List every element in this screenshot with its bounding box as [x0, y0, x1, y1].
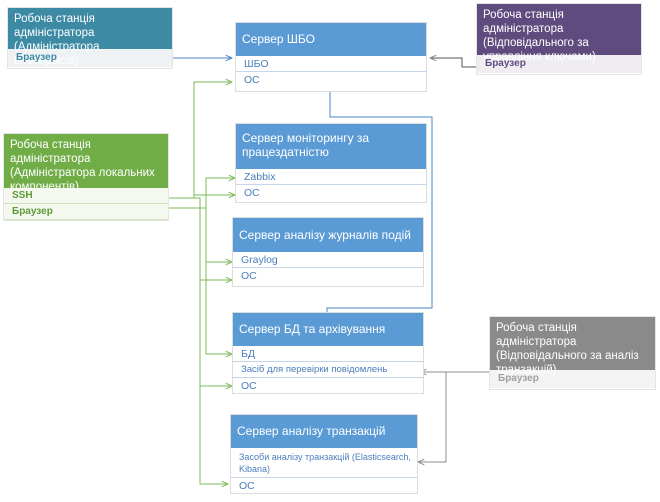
connector-local-to-os-db — [199, 280, 232, 386]
server-monitoring-item-os: ОС — [244, 187, 260, 199]
server-db-item-os: ОС — [241, 380, 257, 392]
workstation-local-title: Робоча станція адміністратора (Адміністр… — [4, 134, 168, 193]
server-logs-item-graylog: Graylog — [233, 252, 423, 268]
connector-local-browser-to-graylog — [205, 208, 232, 262]
connector-local-to-os-transactions — [199, 386, 228, 484]
server-shbo-item-os: ОС — [244, 74, 260, 86]
connector-analysis-to-transactions — [418, 372, 447, 462]
server-shbo-title: Сервер ШБО — [236, 23, 426, 56]
connector-local-to-os-logs — [194, 197, 232, 280]
workstation-webservices-title: Робоча станція адміністратора (Адміністр… — [8, 8, 172, 67]
workstation-analysis-title: Робоча станція адміністратора (Відповіда… — [490, 317, 655, 376]
workstation-webservices-browser[interactable]: Браузер — [8, 49, 172, 67]
server-shbo: Сервер ШБО ШБО ОС — [235, 22, 427, 92]
connector-keys-to-shbo — [430, 58, 478, 68]
server-monitoring-item-zabbix: Zabbix — [236, 169, 426, 185]
workstation-local: Робоча станція адміністратора (Адміністр… — [3, 133, 169, 221]
server-logs-title: Сервер аналізу журналів подій — [233, 218, 423, 252]
server-transactions-title: Сервер аналізу транзакцій — [231, 415, 417, 448]
workstation-analysis-browser[interactable]: Браузер — [490, 370, 655, 388]
server-logs: Сервер аналізу журналів подій Graylog ОС — [232, 217, 424, 287]
connector-local-browser-to-zabbix — [168, 178, 235, 209]
connector-shbo-to-db — [326, 89, 433, 312]
connector-local-browser-to-db — [205, 262, 232, 354]
connector-local-trunk — [168, 82, 232, 199]
workstation-local-ssh[interactable]: SSH — [4, 188, 168, 204]
server-monitoring: Сервер моніторингу за працездатністю Zab… — [235, 123, 427, 203]
workstation-local-browser[interactable]: Браузер — [4, 204, 168, 220]
workstation-webservices: Робоча станція адміністратора (Адміністр… — [7, 7, 173, 69]
server-transactions: Сервер аналізу транзакцій Засоби аналізу… — [230, 414, 418, 494]
workstation-keys: Робоча станція адміністратора (Відповіда… — [476, 3, 642, 75]
server-db-item-checker: Засіб для перевірки повідомлень — [233, 362, 423, 378]
server-db-item-db: БД — [233, 346, 423, 362]
workstation-keys-browser[interactable]: Браузер — [477, 55, 641, 73]
server-monitoring-title: Сервер моніторингу за працездатністю — [236, 124, 426, 169]
server-logs-item-os: ОС — [241, 270, 257, 282]
workstation-keys-title: Робоча станція адміністратора (Відповіда… — [477, 4, 641, 63]
workstation-analysis: Робоча станція адміністратора (Відповіда… — [489, 316, 656, 390]
server-transactions-item-tools: Засоби аналізу транзакцій (Elasticsearch… — [231, 448, 417, 478]
server-transactions-item-os: ОС — [239, 480, 255, 492]
server-db-title: Сервер БД та архівування — [233, 313, 423, 346]
connector-local-to-os-monitoring — [193, 195, 235, 198]
server-db: Сервер БД та архівування БД Засіб для пе… — [232, 312, 424, 394]
server-shbo-item-shbo: ШБО — [236, 56, 426, 72]
